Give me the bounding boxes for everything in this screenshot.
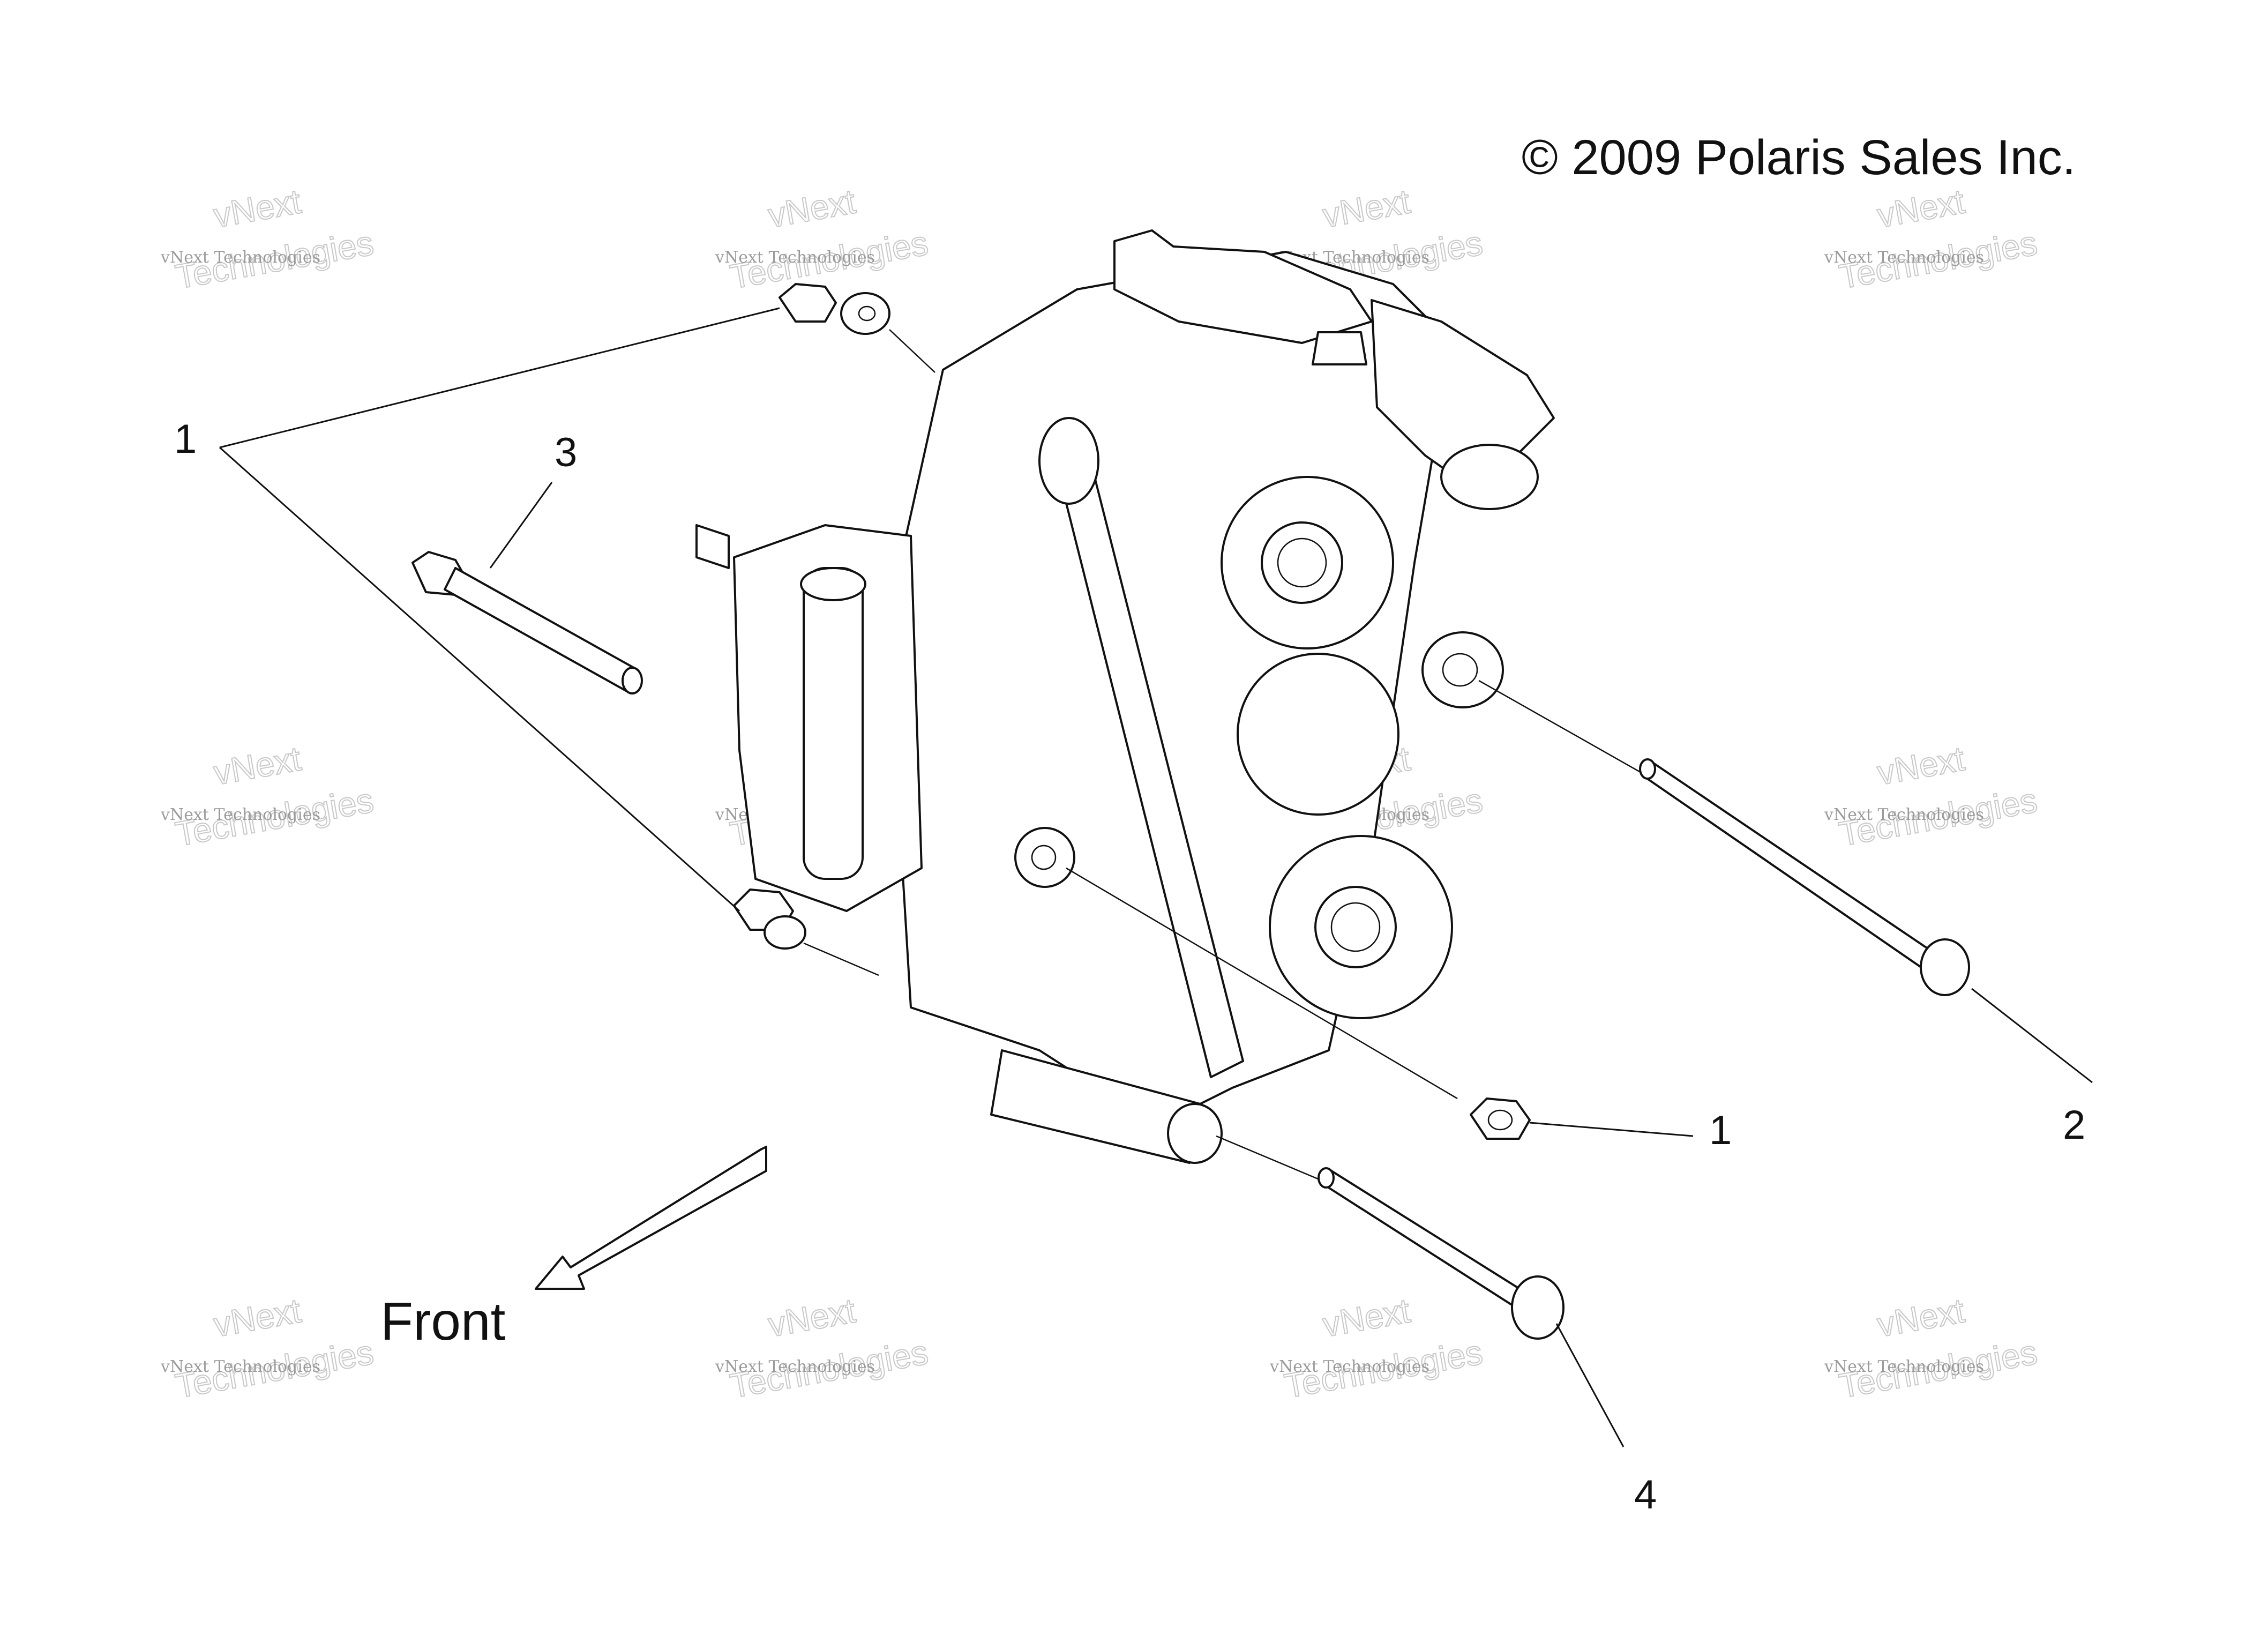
alignment-lines	[803, 329, 1640, 1180]
watermark-caption: vNext Technologies	[1824, 248, 1984, 267]
watermark-vnext: vNext	[1874, 739, 1967, 792]
watermark-caption: vNext Technologies	[715, 248, 875, 267]
flange-nut-top	[779, 283, 890, 335]
bolt-4	[1318, 1167, 1565, 1340]
watermark-caption: vNext Technologies	[715, 1357, 875, 1376]
callout-1-left: 1	[174, 416, 197, 462]
watermark-caption: vNext Technologies	[160, 1357, 320, 1376]
watermark-vnext: vNext	[211, 1291, 304, 1344]
front-label: Front	[380, 1291, 506, 1351]
watermark-caption: vNext Technologies	[160, 805, 320, 824]
watermark-vnext: vNext	[211, 739, 304, 792]
bolt-2	[1639, 758, 1970, 996]
front-arrow-icon	[535, 1146, 767, 1290]
transmission-housing	[695, 229, 1555, 1164]
flange-nut-right	[1470, 1097, 1531, 1140]
callout-2: 2	[2063, 1102, 2085, 1148]
copyright-text: © 2009 Polaris Sales Inc.	[1522, 130, 2076, 185]
bolt-3	[411, 551, 643, 694]
watermark-vnext: vNext	[765, 1291, 858, 1344]
watermark-vnext: vNext	[1320, 182, 1413, 235]
callout-1-right: 1	[1709, 1108, 1732, 1153]
watermark-vnext: vNext	[765, 182, 858, 235]
watermark-vnext: vNext	[211, 182, 304, 235]
callout-4: 4	[1634, 1472, 1657, 1518]
watermark-vnext: vNext	[1874, 1291, 1967, 1344]
leader-lines	[219, 307, 2093, 1447]
callout-3: 3	[555, 430, 577, 475]
watermark-vnext: vNext	[1320, 1291, 1413, 1344]
watermark-caption: vNext Technologies	[1824, 805, 1984, 824]
flange-nut-left	[733, 888, 806, 950]
watermark-caption: vNext Technologies	[1824, 1357, 1984, 1376]
watermark-caption: vNext Technologies	[1269, 1357, 1429, 1376]
watermark-caption: vNext Technologies	[160, 248, 320, 267]
watermark-vnext: vNext	[1874, 182, 1967, 235]
